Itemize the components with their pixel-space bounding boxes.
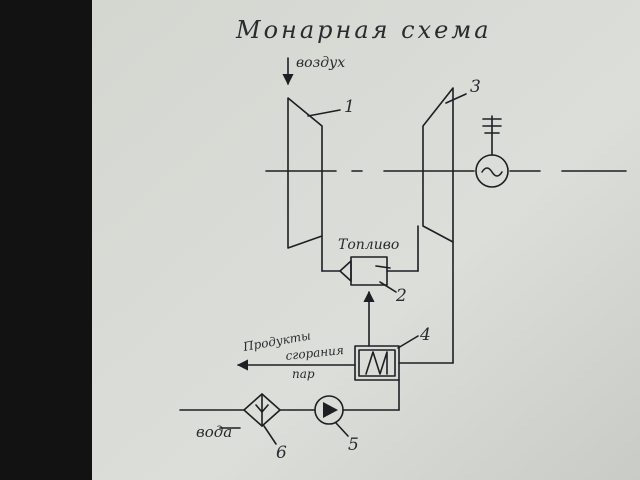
diagram-title: Монарная схема [235,16,492,44]
air-inlet: воздух [282,55,345,86]
fuel-label: Топливо [338,237,399,253]
air-label: воздух [296,55,345,71]
products-label-line2: сгорания [285,343,345,363]
steam-label: пар [292,367,315,381]
generator [475,115,509,188]
water-line: вода 6 5 [179,379,400,463]
paper-sheet [92,0,640,480]
boiler-number: 4 [419,325,431,345]
combustion-chamber: Топливо 2 [321,225,419,347]
water-label: вода [196,423,232,441]
chamber-number: 2 [395,286,407,306]
pump-number: 5 [348,435,359,455]
filter-number: 6 [276,443,287,463]
turbine-number: 3 [470,77,481,97]
compressor-number: 1 [344,97,355,117]
